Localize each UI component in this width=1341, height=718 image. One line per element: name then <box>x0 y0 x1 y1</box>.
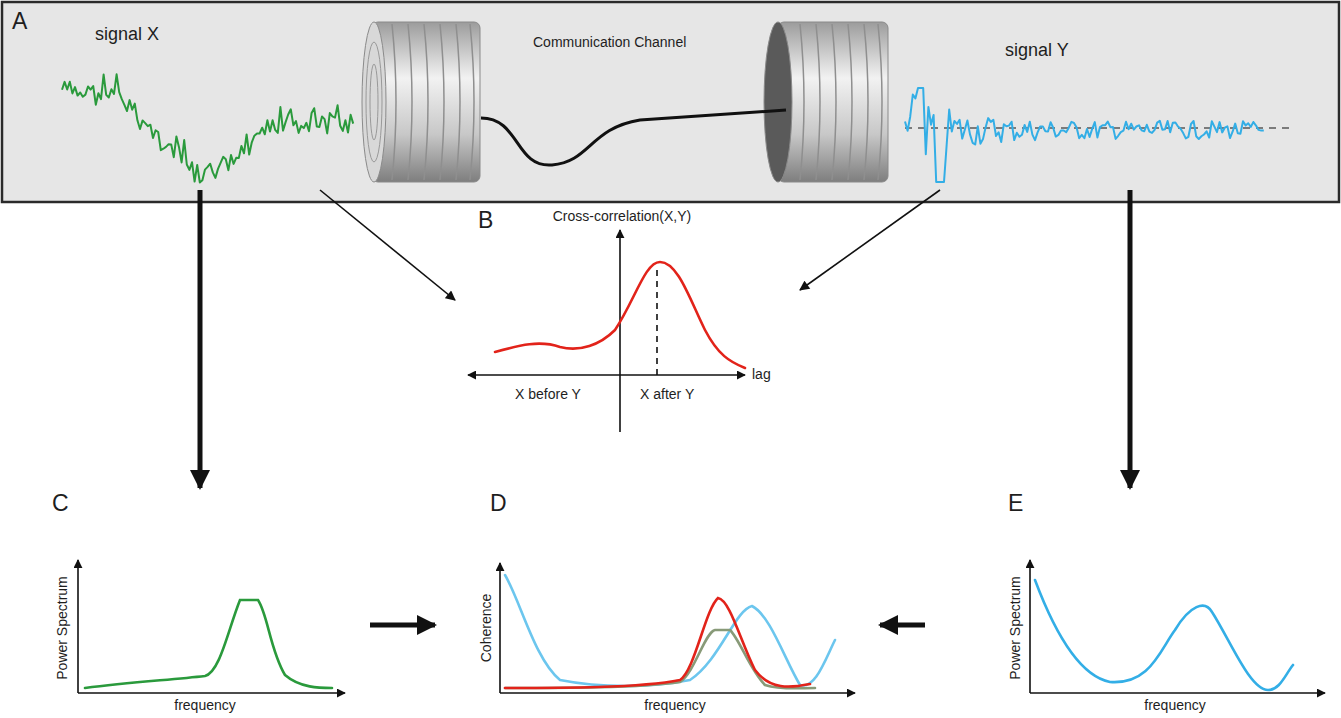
drawing-stroke <box>878 24 882 180</box>
drawing-stroke <box>656 265 658 375</box>
drawing-stroke <box>392 24 882 180</box>
drawing-stroke <box>372 22 480 182</box>
text-label: X before Y <box>515 386 581 402</box>
drawing-stroke <box>499 563 501 693</box>
text-label: signal Y <box>1005 40 1069 61</box>
text-label: lag <box>752 366 771 382</box>
drawing-stroke <box>905 88 1264 182</box>
drawing-stroke <box>408 24 412 180</box>
drawing-stroke <box>505 630 815 688</box>
drawing-stroke <box>481 110 786 165</box>
drawing-stroke <box>1030 692 1325 694</box>
flow-arrow <box>1128 190 1133 488</box>
drawing-stroke <box>470 24 474 180</box>
panel-box: A Communication Channel signal X signal Y <box>4 4 1337 202</box>
drawing-stroke <box>362 22 386 182</box>
signal-traces <box>62 74 1292 182</box>
text-label: signal X <box>95 24 159 45</box>
signal-group: signal X <box>55 14 365 190</box>
drawing-stroke <box>370 64 378 140</box>
flow-arrow <box>198 190 203 488</box>
drawing-stroke <box>366 42 382 162</box>
drawing-stroke <box>764 22 792 182</box>
flow-arrow <box>370 623 435 628</box>
drawing-stroke <box>77 560 79 693</box>
axis-label: Power Spectrum <box>1007 576 1023 679</box>
drawing-stroke <box>85 600 332 688</box>
drawing-stroke <box>848 24 852 180</box>
drawing-stroke <box>456 24 460 180</box>
plot-panel: D Coherence frequency <box>435 488 880 716</box>
drawing-stroke <box>62 74 353 182</box>
plot-axes <box>78 230 1325 693</box>
drawing-stroke <box>440 24 444 180</box>
plot-panel: B Cross-correlation(X,Y) X before Y X after… <box>455 205 800 430</box>
drawing-stroke <box>392 24 396 180</box>
drawing-stroke <box>1029 560 1031 693</box>
drawing-stroke <box>816 24 820 180</box>
text-label: frequency <box>174 697 235 713</box>
text-label: frequency <box>1144 697 1205 713</box>
panel-letter: B <box>478 207 493 233</box>
flow-arrow <box>320 190 455 300</box>
axis-label: Power Spectrum <box>54 576 70 679</box>
plot-panel: C Power Spectrum frequency <box>40 488 370 716</box>
drawing-stroke <box>864 24 868 180</box>
axis-label: Coherence <box>478 594 494 663</box>
drawing-stroke <box>495 262 745 368</box>
drawing-stroke <box>832 24 836 180</box>
drawing-stroke <box>800 24 804 180</box>
text-label: Communication Channel <box>533 34 686 50</box>
drawing-stroke <box>78 692 345 694</box>
drawing-stroke <box>619 230 621 432</box>
tin-can-phone <box>362 22 888 182</box>
plot-curves <box>85 262 1293 690</box>
drawing-stroke <box>500 692 855 694</box>
flow-arrow <box>800 190 940 290</box>
text-label: X after Y <box>640 386 694 402</box>
panel-letter: C <box>52 490 69 516</box>
text-label: Cross-correlation(X,Y) <box>553 208 691 224</box>
drawing-stroke <box>468 374 745 376</box>
panel-letter: D <box>490 490 507 516</box>
drawing-stroke <box>424 24 428 180</box>
drawing-stroke <box>1035 580 1293 690</box>
text-label: frequency <box>644 697 705 713</box>
panel-letter: A <box>12 8 27 34</box>
panel-ground <box>2 2 1339 202</box>
flow-arrow <box>880 623 925 628</box>
drawing-stroke <box>505 598 810 688</box>
plot-panel: E Power Spectrum frequency <box>925 488 1335 716</box>
signal-group: signal Y <box>895 14 1290 190</box>
drawing-stroke <box>778 22 888 182</box>
drawing-stroke <box>505 575 835 686</box>
panel-letter: E <box>1008 490 1023 516</box>
